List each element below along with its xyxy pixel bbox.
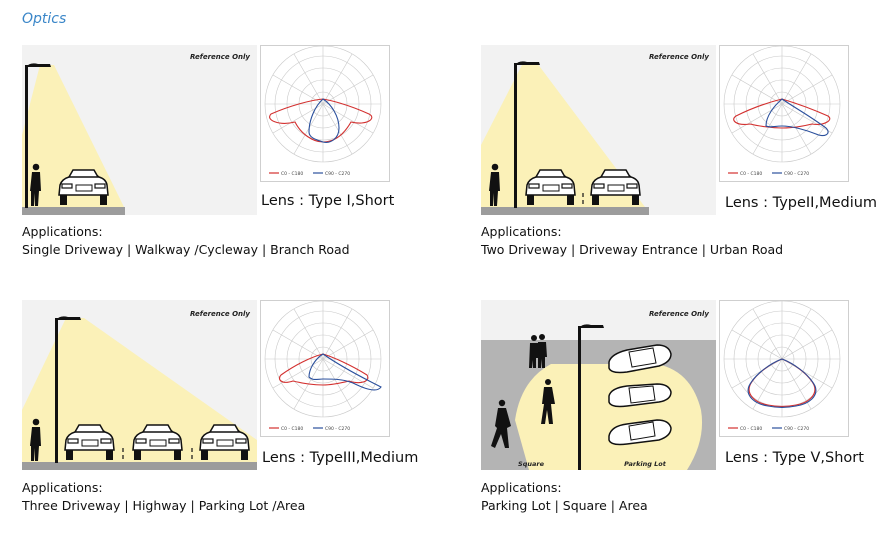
polar-chart-type-3: C0 - C180 C90 - C270 <box>260 300 390 437</box>
applications-list: Two Driveway | Driveway Entrance | Urban… <box>481 242 784 257</box>
polar-grid <box>264 46 382 163</box>
scene-type-1: Reference Only <box>22 45 257 215</box>
scene-type-2: Reference Only <box>481 45 716 215</box>
section-title: Optics <box>22 11 67 27</box>
lens-type-1: Lens : Type I,Short <box>261 193 395 209</box>
car-icon <box>58 169 109 205</box>
legend-c90-c270: C90 - C270 <box>784 171 809 177</box>
legend-c90-c270: C90 - C270 <box>784 426 809 432</box>
curve-c0-c180 <box>733 98 831 129</box>
applications-heading: Applications: <box>22 224 103 239</box>
pedestrian-icon <box>491 399 511 448</box>
parking-lot-label: Parking Lot <box>624 460 667 468</box>
reference-label: Reference Only <box>190 53 250 61</box>
car-icon <box>608 344 672 374</box>
polar-chart-type-1: C0 - C180 C90 - C270 <box>260 45 390 182</box>
car-icon <box>590 169 641 205</box>
legend-c0-c180: C0 - C180 <box>281 171 303 177</box>
pedestrian-icon <box>529 334 547 368</box>
applications-list: Single Driveway | Walkway /Cycleway | Br… <box>22 242 350 257</box>
applications-heading: Applications: <box>22 480 103 495</box>
curve-c90-c270 <box>308 353 382 391</box>
scene-type-3: Reference Only <box>22 300 257 470</box>
car-icon <box>199 424 250 460</box>
applications-heading: Applications: <box>481 224 562 239</box>
pedestrian-icon <box>30 163 41 206</box>
applications-type-5: Applications: Parking Lot | Square | Are… <box>481 479 648 515</box>
reference-label: Reference Only <box>190 310 250 318</box>
applications-type-1: Applications: Single Driveway | Walkway … <box>22 223 350 259</box>
pedestrian-icon <box>489 163 500 206</box>
applications-heading: Applications: <box>481 480 562 495</box>
curve-c90-c270 <box>765 98 829 137</box>
applications-list: Three Driveway | Highway | Parking Lot /… <box>22 498 306 513</box>
pedestrian-icon <box>30 418 41 461</box>
polar-chart-type-5: C0 - C180 C90 - C270 <box>719 300 849 437</box>
curve-c90-c270 <box>747 358 817 409</box>
lens-type-5: Lens : Type V,Short <box>725 450 864 466</box>
legend-c0-c180: C0 - C180 <box>740 426 762 432</box>
lens-type-2: Lens : TypeII,Medium <box>725 195 878 211</box>
applications-list: Parking Lot | Square | Area <box>481 498 648 513</box>
car-icon <box>525 169 576 205</box>
legend-c0-c180: C0 - C180 <box>740 171 762 177</box>
reference-label: Reference Only <box>649 53 709 61</box>
curve-c0-c180 <box>278 353 369 386</box>
legend-c0-c180: C0 - C180 <box>281 426 303 432</box>
pedestrian-icon <box>541 379 555 424</box>
legend-c90-c270: C90 - C270 <box>325 426 350 432</box>
applications-type-2: Applications: Two Driveway | Driveway En… <box>481 223 783 259</box>
applications-type-3: Applications: Three Driveway | Highway |… <box>22 479 305 515</box>
polar-chart-type-2: C0 - C180 C90 - C270 <box>719 45 849 182</box>
square-label: Square <box>518 460 545 468</box>
lens-type-3: Lens : TypeIII,Medium <box>262 450 419 466</box>
reference-label: Reference Only <box>649 310 709 318</box>
curve-c90-c270 <box>308 98 340 143</box>
car-icon <box>64 424 115 460</box>
polar-grid <box>723 46 841 163</box>
car-icon <box>608 419 672 446</box>
car-icon <box>132 424 183 460</box>
scene-type-5: Square Parking Lot Reference Only <box>481 300 716 470</box>
legend-c90-c270: C90 - C270 <box>325 171 350 177</box>
car-icon <box>608 383 672 408</box>
polar-grid <box>264 301 382 418</box>
